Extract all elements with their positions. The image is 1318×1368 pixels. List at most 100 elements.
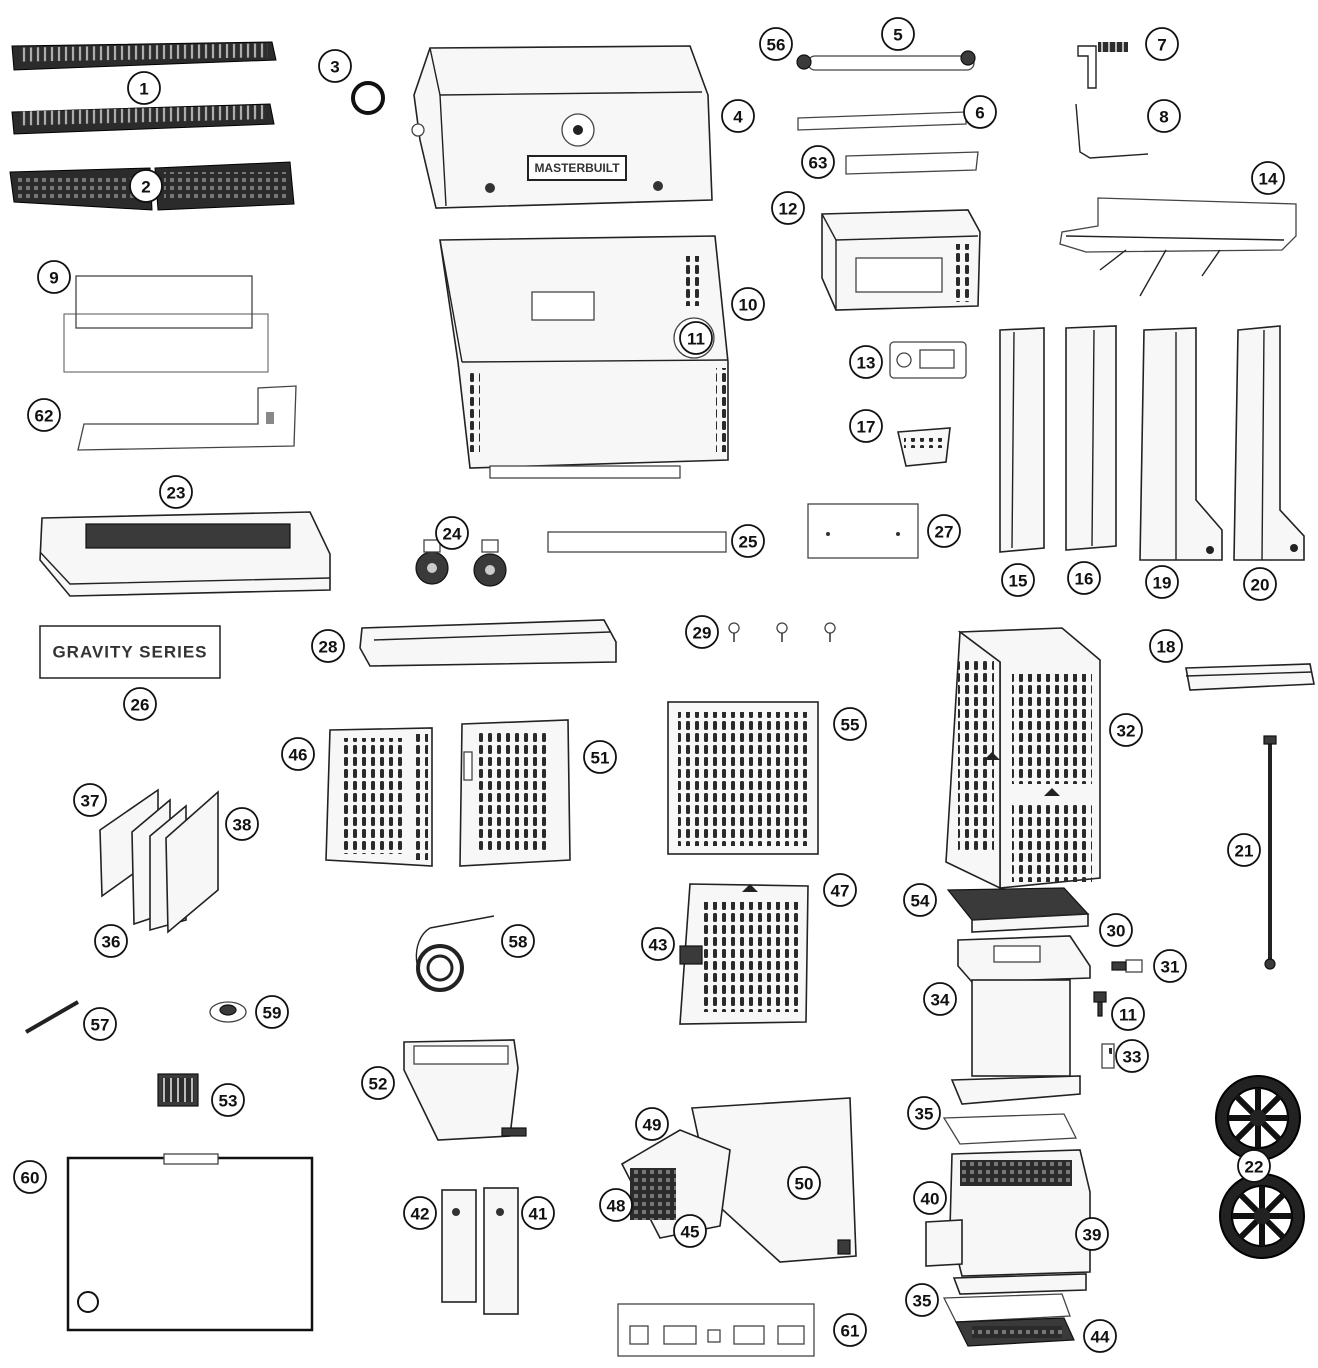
callout-3-number: 3 <box>330 58 339 77</box>
callout-16: 16 <box>1067 561 1101 595</box>
callout-29: 29 <box>685 615 719 649</box>
part-8-rod <box>1075 103 1149 159</box>
callout-41: 41 <box>521 1196 555 1230</box>
callout-58-number: 58 <box>509 933 528 952</box>
callout-55-number: 55 <box>841 716 860 735</box>
part-63-bracket <box>845 151 979 175</box>
callout-34-circle <box>923 982 957 1016</box>
callout-2: 2 <box>129 169 163 203</box>
callout-6-circle <box>963 95 997 129</box>
callout-17-number: 17 <box>857 418 876 437</box>
callout-59-number: 59 <box>263 1004 282 1023</box>
callout-12: 12 <box>771 191 805 225</box>
callout-54-number: 54 <box>911 892 930 911</box>
part-28-side-shelf <box>359 619 617 667</box>
callout-48-number: 48 <box>607 1197 626 1216</box>
callout-53-circle <box>211 1083 245 1117</box>
callout-42: 42 <box>403 1196 437 1230</box>
callout-52-number: 52 <box>369 1075 388 1094</box>
callout-12-circle <box>771 191 805 225</box>
part-4-lid: MASTERBUILT <box>411 45 713 209</box>
callout-40: 40 <box>913 1181 947 1215</box>
callout-34-number: 34 <box>931 991 950 1010</box>
callout-46-number: 46 <box>289 746 308 765</box>
callout-36-circle <box>94 924 128 958</box>
part-52-grease-bucket <box>403 1039 527 1141</box>
part-42-41-tubes <box>441 1187 519 1315</box>
part-53-vent <box>157 1073 199 1107</box>
callout-13-circle <box>849 345 883 379</box>
callout-27-circle <box>927 514 961 548</box>
callout-58-circle <box>501 924 535 958</box>
callout-39-circle <box>1075 1217 1109 1251</box>
callout-8: 8 <box>1147 99 1181 133</box>
part-7-hinge <box>1077 42 1128 89</box>
part-23-front-shelf <box>39 511 331 597</box>
callout-35-secondary-circle <box>905 1283 939 1317</box>
part-55-rear-panel <box>667 701 819 855</box>
callout-29-number: 29 <box>693 624 712 643</box>
callout-31-circle <box>1153 949 1187 983</box>
callout-4-number: 4 <box>733 108 743 127</box>
callout-47-number: 47 <box>831 882 850 901</box>
callout-43: 43 <box>641 927 675 961</box>
callout-21-number: 21 <box>1235 842 1254 861</box>
callout-61: 61 <box>833 1313 867 1347</box>
callout-41-circle <box>521 1196 555 1230</box>
callout-5-number: 5 <box>893 26 902 45</box>
callout-54: 54 <box>903 883 937 917</box>
callout-42-number: 42 <box>411 1205 430 1224</box>
part-16-leg <box>1065 325 1117 551</box>
callout-18: 18 <box>1149 629 1183 663</box>
callout-23-number: 23 <box>167 484 186 503</box>
part-14-ash-tray <box>1059 197 1297 297</box>
part-6-bracket <box>797 111 967 131</box>
callout-21: 21 <box>1227 833 1261 867</box>
callout-59-circle <box>255 995 289 1029</box>
callout-40-circle <box>913 1181 947 1215</box>
callout-2-circle <box>129 169 163 203</box>
callout-5: 5 <box>881 17 915 51</box>
callout-49-number: 49 <box>643 1116 662 1135</box>
callout-51-number: 51 <box>591 749 610 768</box>
part-62-hopper-base <box>77 385 297 451</box>
part-61-control-strip <box>617 1303 815 1357</box>
callout-3: 3 <box>318 49 352 83</box>
callout-15-circle <box>1001 563 1035 597</box>
callout-17-circle <box>849 409 883 443</box>
callout-63-circle <box>801 145 835 179</box>
callout-35: 35 <box>907 1096 941 1130</box>
callout-57-number: 57 <box>91 1016 110 1035</box>
callout-44-circle <box>1083 1319 1117 1353</box>
callout-13-number: 13 <box>857 354 876 373</box>
callout-31: 31 <box>1153 949 1187 983</box>
part-15-leg <box>999 327 1045 553</box>
callout-63: 63 <box>801 145 835 179</box>
callout-56: 56 <box>759 27 793 61</box>
part-44-ash-pan <box>955 1317 1075 1347</box>
callout-51-circle <box>583 740 617 774</box>
callout-35-secondary-number: 35 <box>913 1292 932 1311</box>
callout-28-circle <box>311 629 345 663</box>
callout-49-circle <box>635 1107 669 1141</box>
part-22-wheels <box>1215 1075 1305 1259</box>
callout-54-circle <box>903 883 937 917</box>
callout-28: 28 <box>311 629 345 663</box>
callout-25-circle <box>731 524 765 558</box>
part-27-plate <box>807 503 919 559</box>
part-13-control-panel <box>889 341 967 379</box>
callout-10-circle <box>731 287 765 321</box>
callout-57: 57 <box>83 1007 117 1041</box>
callout-47: 47 <box>823 873 857 907</box>
callout-1: 1 <box>127 71 161 105</box>
part-1-warming-rack <box>11 41 277 135</box>
callout-36: 36 <box>94 924 128 958</box>
callout-26: 26 <box>123 687 157 721</box>
callout-47-circle <box>823 873 857 907</box>
callout-11-secondary: 11 <box>679 321 713 355</box>
callout-34: 34 <box>923 982 957 1016</box>
callout-30-number: 30 <box>1107 922 1126 941</box>
callout-36-number: 36 <box>102 933 121 952</box>
callout-61-number: 61 <box>841 1322 860 1341</box>
